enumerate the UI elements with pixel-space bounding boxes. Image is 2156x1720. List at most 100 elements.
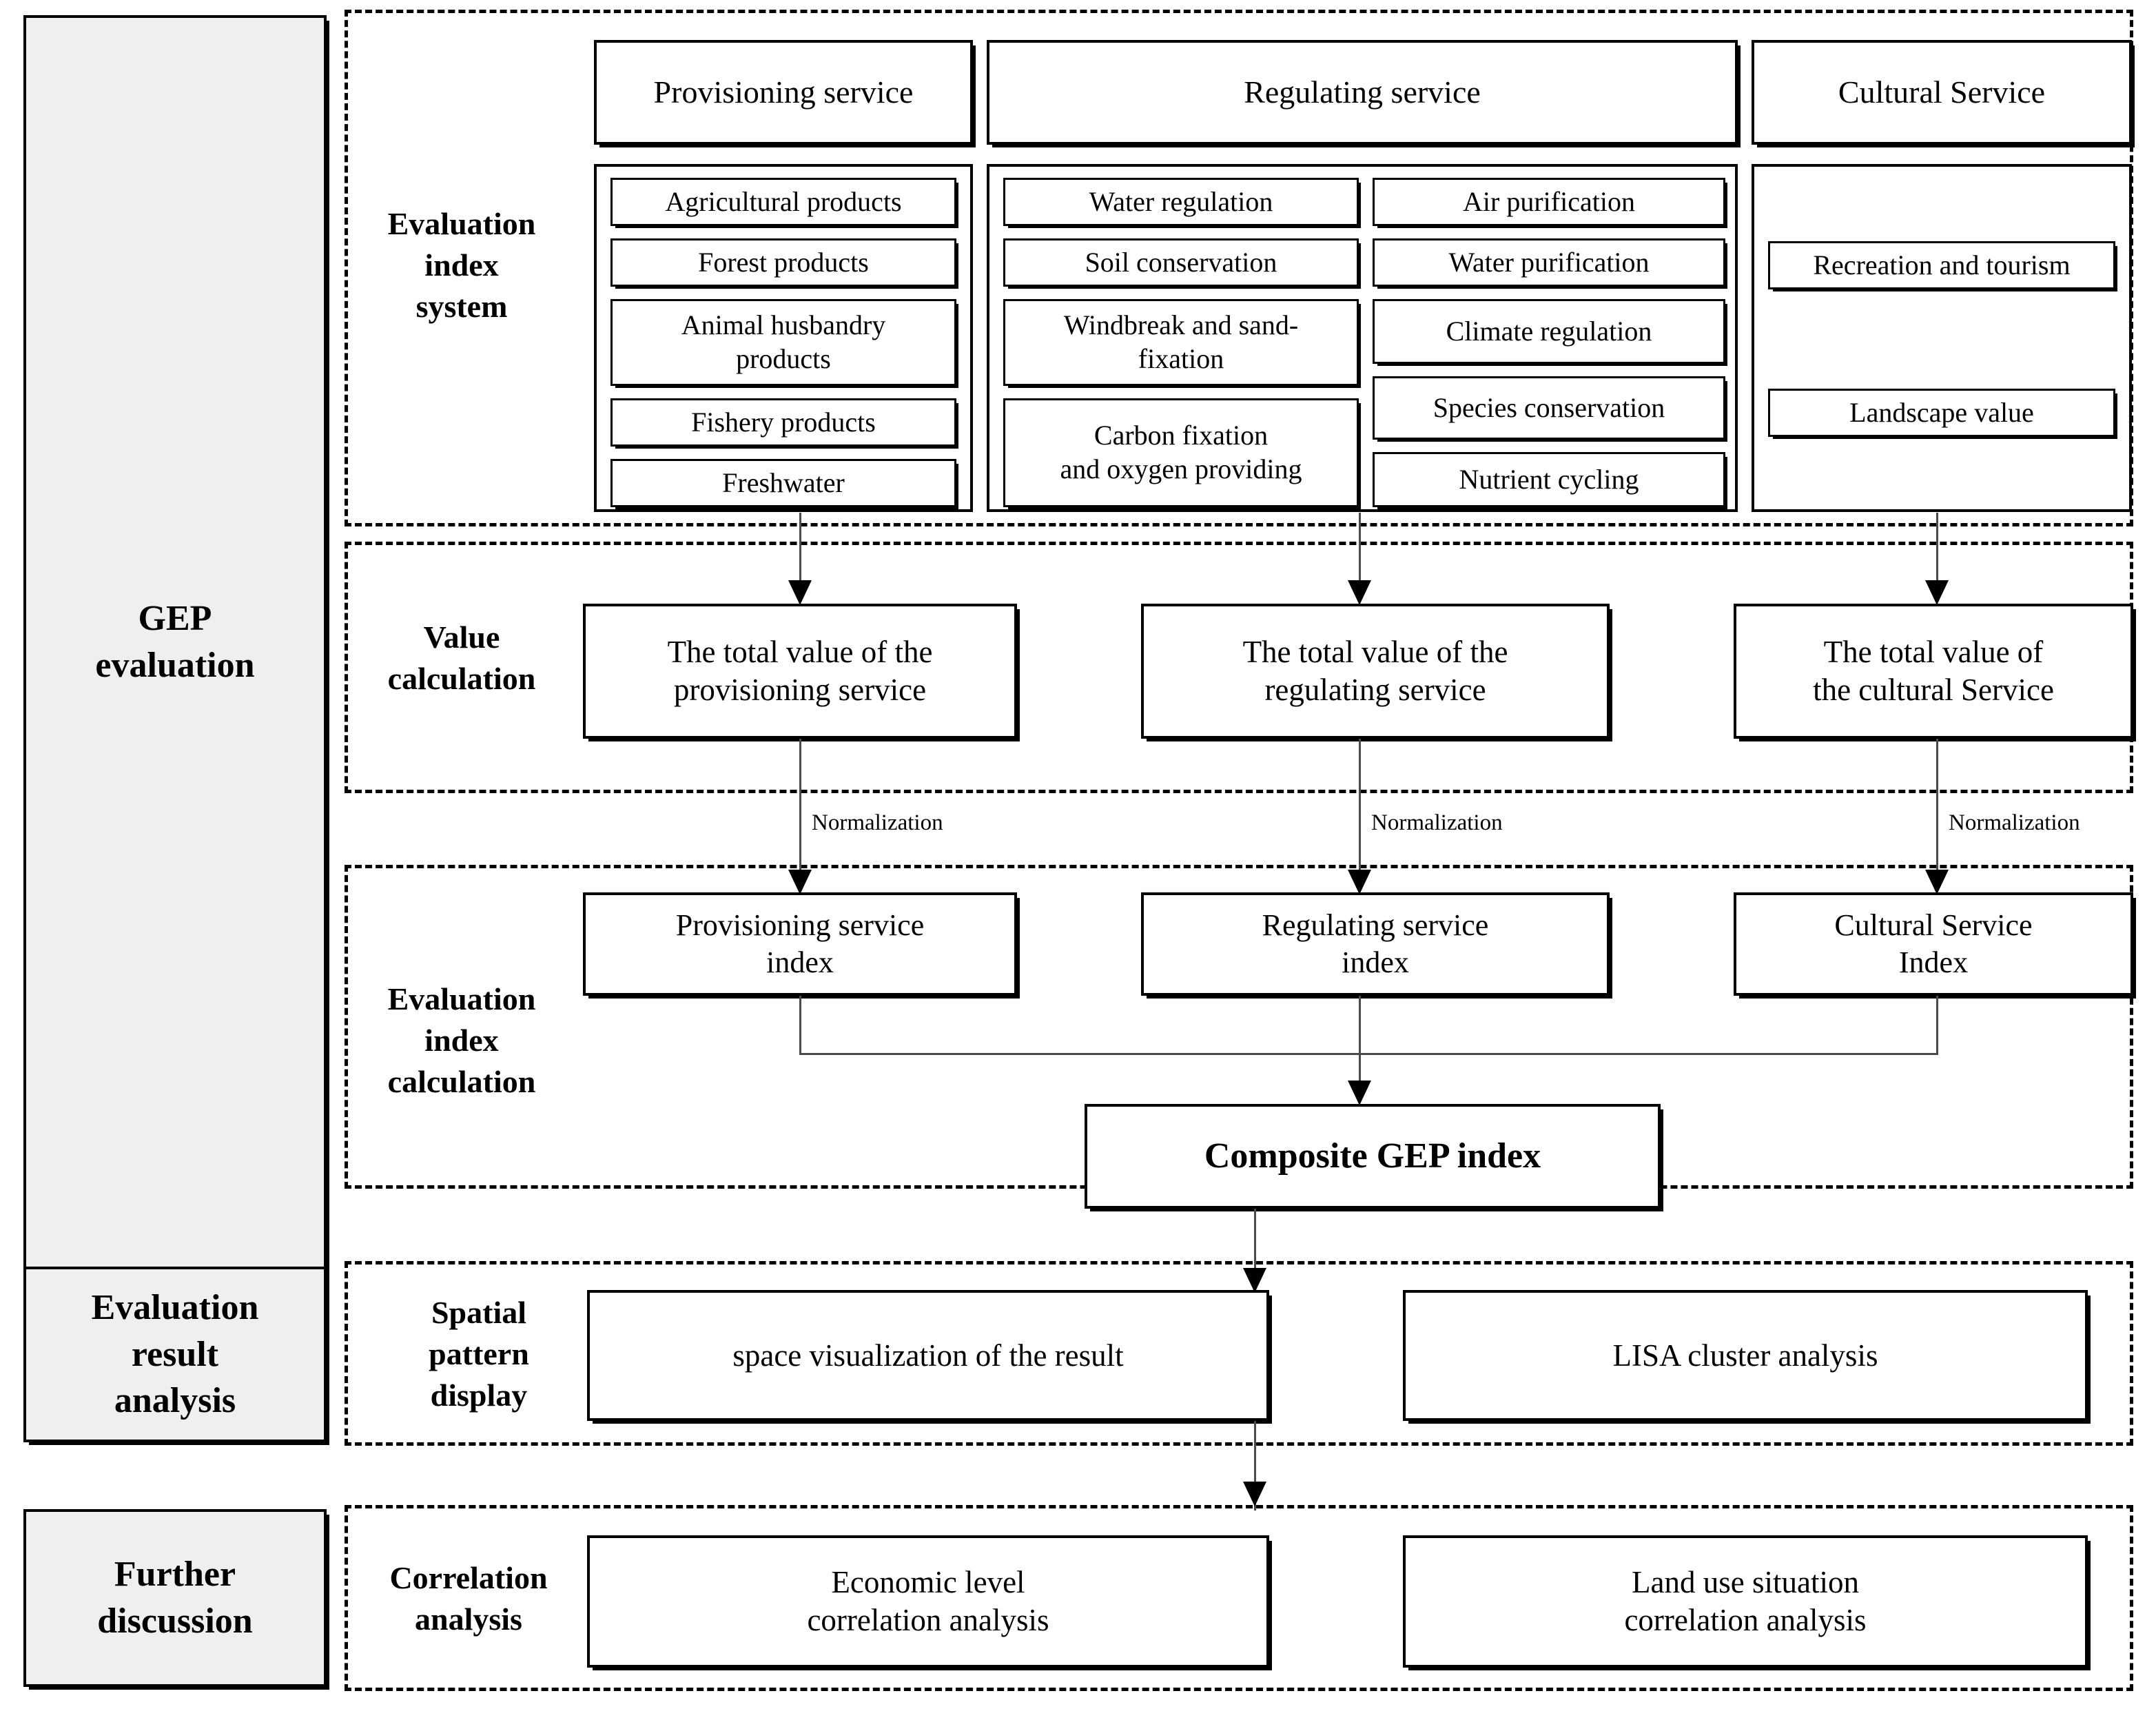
index-item-label: Water purification xyxy=(1448,246,1650,278)
index-item-label: Agricultural products xyxy=(665,185,902,217)
index-provisioning-service-label: Provisioning service index xyxy=(675,908,925,979)
connector-arrow xyxy=(1348,1081,1371,1105)
caption-evaluation-index-system-text: Evaluation index system xyxy=(387,206,536,324)
stage-further-discussion-label: Further discussion xyxy=(97,1555,253,1641)
spatial-lisa-cluster-analysis: LISA cluster analysis xyxy=(1403,1290,2088,1421)
connector-line xyxy=(1254,1421,1256,1511)
index-cultural-service: Cultural Service Index xyxy=(1734,892,2133,996)
edge-label-normalization-text: Normalization xyxy=(1371,810,1503,835)
category-regulating-service-label: Regulating service xyxy=(1244,74,1481,110)
correlation-economic-level: Economic level correlation analysis xyxy=(587,1535,1269,1668)
connector-arrow xyxy=(788,870,812,894)
connector-arrow xyxy=(1925,870,1949,894)
category-provisioning-service: Provisioning service xyxy=(594,40,973,145)
connector-arrow xyxy=(1243,1482,1266,1506)
panel-spatial-pattern-display xyxy=(345,1261,2133,1446)
connector-line xyxy=(799,996,801,1054)
index-item: Animal husbandry products xyxy=(610,299,956,386)
stage-evaluation-result-analysis-label: Evaluation result analysis xyxy=(91,1288,259,1421)
connector-arrow xyxy=(1243,1268,1266,1293)
index-item: Windbreak and sand- fixation xyxy=(1003,299,1359,386)
index-item-label: Air purification xyxy=(1463,185,1635,217)
caption-correlation-analysis-text: Correlation analysis xyxy=(389,1560,548,1637)
index-item: Nutrient cycling xyxy=(1373,452,1725,507)
index-item-label: Climate regulation xyxy=(1446,315,1652,347)
caption-value-calculation-text: Value calculation xyxy=(387,620,536,696)
index-item-label: Windbreak and sand- fixation xyxy=(1063,309,1299,374)
index-item-label: Freshwater xyxy=(722,467,845,498)
value-total-cultural-label: The total value of the cultural Service xyxy=(1813,635,2054,707)
panel-correlation-analysis xyxy=(345,1505,2133,1691)
value-total-regulating-label: The total value of the regulating servic… xyxy=(1242,635,1508,707)
category-provisioning-service-label: Provisioning service xyxy=(653,74,914,110)
index-item-label: Landscape value xyxy=(1849,396,2034,428)
connector-line xyxy=(1359,739,1361,889)
category-cultural-service-label: Cultural Service xyxy=(1838,74,2046,110)
edge-label-normalization-text: Normalization xyxy=(1949,810,2080,835)
index-item: Forest products xyxy=(610,238,956,287)
stage-gep-evaluation: GEP evaluation xyxy=(23,15,327,1269)
group-cultural-items xyxy=(1752,164,2132,512)
index-regulating-service: Regulating service index xyxy=(1141,892,1610,996)
index-item-label: Carbon fixation and oxygen providing xyxy=(1060,420,1302,484)
connector-line xyxy=(1254,1209,1256,1297)
connector-line xyxy=(1936,513,1938,598)
connector-arrow xyxy=(1348,580,1371,605)
spatial-lisa-cluster-analysis-label: LISA cluster analysis xyxy=(1612,1338,1878,1373)
index-provisioning-service: Provisioning service index xyxy=(583,892,1017,996)
correlation-land-use-situation-label: Land use situation correlation analysis xyxy=(1624,1565,1867,1637)
correlation-land-use-situation: Land use situation correlation analysis xyxy=(1403,1535,2088,1668)
index-item: Agricultural products xyxy=(610,178,956,226)
index-item-label: Soil conservation xyxy=(1085,246,1277,278)
index-item-label: Recreation and tourism xyxy=(1813,249,2071,280)
connector-arrow xyxy=(788,580,812,605)
caption-value-calculation: Value calculation xyxy=(351,606,572,710)
index-item: Recreation and tourism xyxy=(1768,241,2115,289)
connector-line xyxy=(1359,513,1361,598)
index-item: Freshwater xyxy=(610,459,956,507)
connector-line xyxy=(1936,739,1938,889)
edge-label-normalization: Normalization xyxy=(1371,812,1503,835)
caption-spatial-pattern-display-text: Spatial pattern display xyxy=(429,1295,529,1413)
caption-index-calculation-text: Evaluation index calculation xyxy=(387,981,536,1099)
index-item-label: Species conservation xyxy=(1433,391,1665,423)
connector-line xyxy=(1936,996,1938,1054)
composite-gep-index-label: Composite GEP index xyxy=(1204,1136,1541,1176)
index-item-label: Nutrient cycling xyxy=(1459,463,1639,495)
edge-label-normalization-text: Normalization xyxy=(812,810,943,835)
index-item-label: Forest products xyxy=(698,246,869,278)
caption-index-calculation: Evaluation index calculation xyxy=(351,965,572,1116)
index-item: Landscape value xyxy=(1768,389,2115,437)
index-item: Water regulation xyxy=(1003,178,1359,226)
connector-line xyxy=(799,1053,1938,1055)
connector-line xyxy=(1359,996,1361,1099)
index-item: Species conservation xyxy=(1373,376,1725,440)
index-item-label: Animal husbandry products xyxy=(681,309,886,374)
connector-line xyxy=(799,513,801,598)
index-item: Air purification xyxy=(1373,178,1725,226)
spatial-space-visualization: space visualization of the result xyxy=(587,1290,1269,1421)
edge-label-normalization: Normalization xyxy=(812,812,943,835)
connector-arrow xyxy=(1348,870,1371,894)
caption-correlation-analysis: Correlation analysis xyxy=(365,1530,572,1668)
index-item: Water purification xyxy=(1373,238,1725,287)
index-item: Fishery products xyxy=(610,398,956,447)
value-total-provisioning-label: The total value of the provisioning serv… xyxy=(667,635,933,707)
category-cultural-service: Cultural Service xyxy=(1752,40,2132,145)
stage-gep-evaluation-label: GEP evaluation xyxy=(95,599,255,685)
index-item: Carbon fixation and oxygen providing xyxy=(1003,398,1359,507)
connector-line xyxy=(799,739,801,889)
index-regulating-service-label: Regulating service index xyxy=(1262,908,1489,979)
category-regulating-service: Regulating service xyxy=(987,40,1738,145)
value-total-provisioning: The total value of the provisioning serv… xyxy=(583,604,1017,739)
stage-further-discussion: Further discussion xyxy=(23,1509,327,1687)
index-item-label: Water regulation xyxy=(1089,185,1273,217)
index-cultural-service-label: Cultural Service Index xyxy=(1834,908,2033,979)
index-item: Climate regulation xyxy=(1373,299,1725,364)
index-item: Soil conservation xyxy=(1003,238,1359,287)
caption-spatial-pattern-display: Spatial pattern display xyxy=(389,1282,568,1426)
edge-label-normalization: Normalization xyxy=(1949,812,2080,835)
stage-evaluation-result-analysis: Evaluation result analysis xyxy=(23,1267,327,1442)
spatial-space-visualization-label: space visualization of the result xyxy=(732,1338,1124,1373)
